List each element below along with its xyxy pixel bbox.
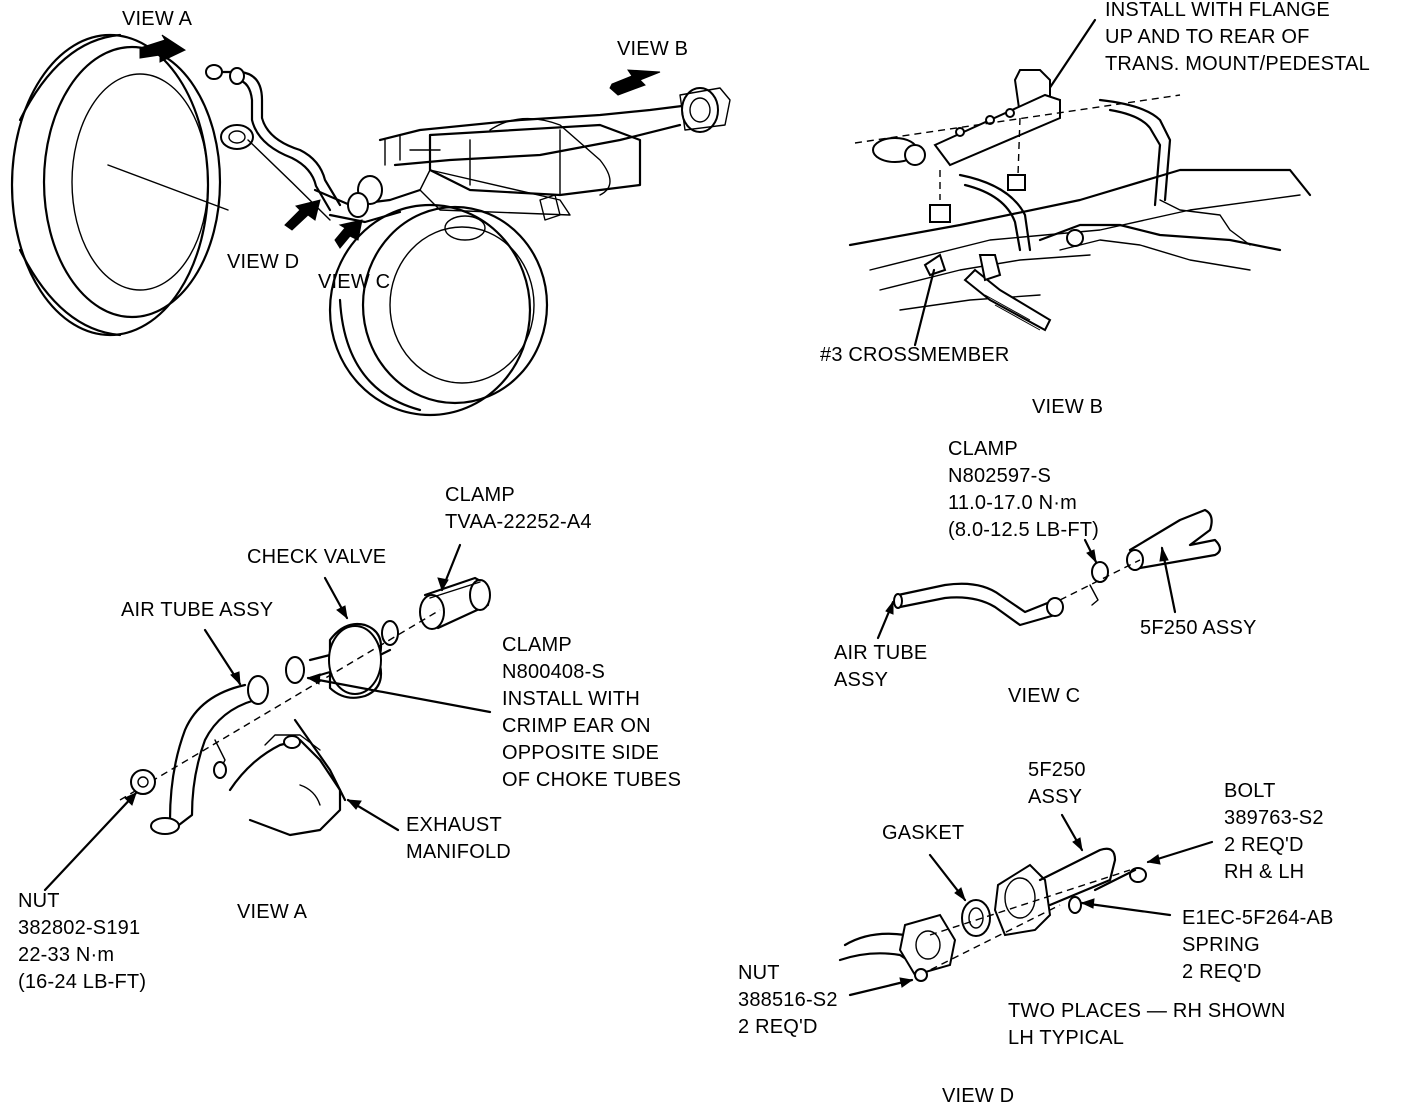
view-d-note-label: TWO PLACES — RH SHOWN LH TYPICAL [1008, 998, 1286, 1052]
view-b-install-note-line-2: UP AND TO REAR OF [1105, 26, 1310, 48]
view-d-spring-line-1: E1EC-5F264-AB [1182, 907, 1334, 929]
exhaust-system [205, 64, 731, 224]
view-b-crossmember-label: #3 CROSSMEMBER [820, 344, 1010, 366]
right-tire [328, 203, 549, 417]
view-d-spring-label: E1EC-5F264-AB SPRING 2 REQ'D [1182, 905, 1334, 986]
view-d-nut-label: NUT 388516-S2 2 REQ'D [738, 960, 838, 1041]
view-c-clamp-line-3: 11.0-17.0 N·m [948, 492, 1077, 514]
view-a-nut-line-1: NUT [18, 890, 60, 912]
view-b-install-note: INSTALL WITH FLANGE UP AND TO REAR OF TR… [1105, 0, 1370, 78]
overview-view-d-label: VIEW D [227, 251, 300, 273]
overview-view-c-label: VIEW C [318, 271, 391, 293]
view-b-illustration [848, 18, 1312, 347]
view-d-assy-line-1: 5F250 [1028, 759, 1086, 781]
overview-view-a-label: VIEW A [122, 8, 193, 30]
view-d-spring-line-3: 2 REQ'D [1182, 961, 1262, 983]
view-c-air-tube-line-2: ASSY [834, 669, 889, 691]
overview-illustration [10, 33, 731, 417]
view-b-install-note-line-3: TRANS. MOUNT/PEDESTAL [1105, 53, 1370, 75]
view-c-caption: VIEW C [1008, 685, 1081, 707]
view-d-bolt-line-1: BOLT [1224, 780, 1276, 802]
view-a-illustration [119, 576, 491, 837]
view-d-gasket-label: GASKET [882, 822, 965, 844]
view-c-clamp-line-1: CLAMP [948, 438, 1018, 460]
view-c-clamp-line-4: (8.0-12.5 LB-FT) [948, 519, 1100, 541]
view-d-spring-line-2: SPRING [1182, 934, 1260, 956]
view-a-check-valve-label: CHECK VALVE [247, 546, 387, 568]
view-c-illustration [893, 508, 1222, 627]
view-a-clamp-mid-line-2: N800408-S [502, 661, 605, 683]
view-a-clamp-mid-line-4: CRIMP EAR ON [502, 715, 651, 737]
view-b-caption: VIEW B [1032, 396, 1104, 418]
view-a-clamp-mid-line-6: OF CHOKE TUBES [502, 769, 682, 791]
view-b-install-note-line-1: INSTALL WITH FLANGE [1105, 0, 1330, 21]
view-d-caption: VIEW D [942, 1085, 1015, 1107]
view-d-nut-line-2: 388516-S2 [738, 989, 838, 1011]
view-a-air-tube-label: AIR TUBE ASSY [121, 599, 274, 621]
view-c-air-tube-label: AIR TUBE ASSY [834, 640, 927, 694]
view-d-bolt-line-4: RH & LH [1224, 861, 1305, 883]
view-d-note-line-2: LH TYPICAL [1008, 1027, 1125, 1049]
view-d-note-line-1: TWO PLACES — RH SHOWN [1008, 1000, 1286, 1022]
view-a-clamp-mid-line-5: OPPOSITE SIDE [502, 742, 660, 764]
leader-lines [43, 538, 1214, 997]
view-d-bolt-label: BOLT 389763-S2 2 REQ'D RH & LH [1224, 778, 1324, 886]
view-a-clamp-mid-line-1: CLAMP [502, 634, 572, 656]
view-a-exhaust-manifold-line-2: MANIFOLD [406, 841, 511, 863]
view-c-clamp-line-2: N802597-S [948, 465, 1051, 487]
view-a-nut-line-4: (16-24 LB-FT) [18, 971, 147, 993]
view-a-caption: VIEW A [237, 901, 308, 923]
view-a-clamp-top-line-2: TVAA-22252-A4 [445, 511, 592, 533]
view-a-clamp-top-line-1: CLAMP [445, 484, 515, 506]
view-c-air-tube-line-1: AIR TUBE [834, 642, 928, 664]
view-d-nut-line-1: NUT [738, 962, 780, 984]
overview-view-b-label: VIEW B [617, 38, 689, 60]
view-d-assy-label: 5F250 ASSY [1028, 757, 1086, 811]
view-a-nut-label: NUT 382802-S191 22-33 N·m (16-24 LB-FT) [18, 888, 146, 996]
view-d-bolt-line-3: 2 REQ'D [1224, 834, 1304, 856]
view-a-nut-line-3: 22-33 N·m [18, 944, 115, 966]
view-a-nut-line-2: 382802-S191 [18, 917, 141, 939]
view-d-nut-line-3: 2 REQ'D [738, 1016, 818, 1038]
view-a-exhaust-manifold-label: EXHAUST MANIFOLD [406, 812, 511, 866]
view-c-assy-label: 5F250 ASSY [1140, 617, 1257, 639]
view-a-exhaust-manifold-line-1: EXHAUST [406, 814, 502, 836]
view-arrows [139, 34, 661, 249]
crossmember-hatching [984, 294, 1041, 331]
view-a-clamp-mid-label: CLAMP N800408-S INSTALL WITH CRIMP EAR O… [502, 632, 681, 794]
view-d-assy-line-2: ASSY [1028, 786, 1083, 808]
view-a-clamp-mid-line-3: INSTALL WITH [502, 688, 640, 710]
view-c-clamp-label: CLAMP N802597-S 11.0-17.0 N·m (8.0-12.5 … [948, 436, 1099, 544]
left-tire [10, 33, 229, 337]
view-d-illustration [838, 847, 1147, 982]
view-d-bolt-line-2: 389763-S2 [1224, 807, 1324, 829]
view-a-clamp-top-label: CLAMP TVAA-22252-A4 [445, 482, 592, 536]
